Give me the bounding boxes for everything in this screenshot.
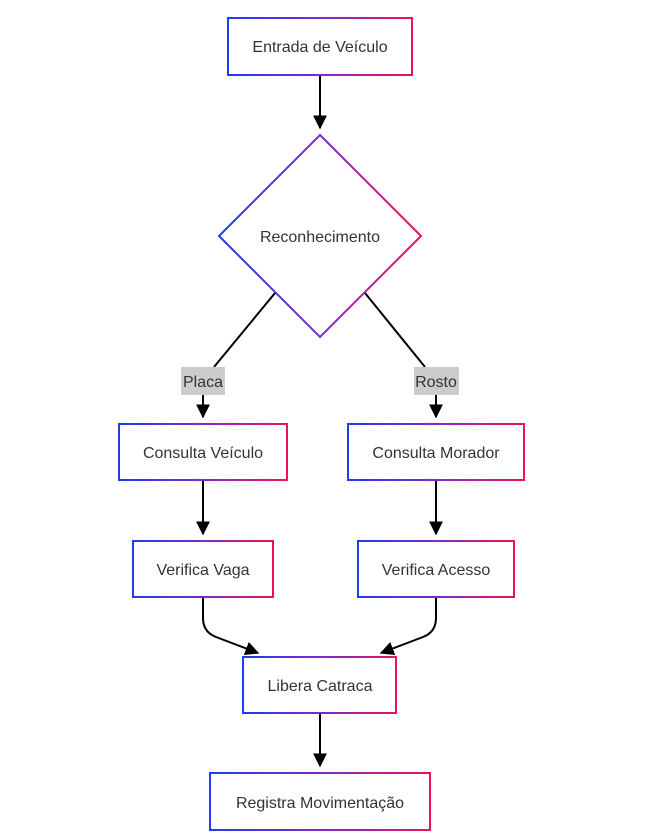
node-entrada-de-veiculo: Entrada de Veículo	[227, 17, 413, 76]
node-entrada-de-veiculo-label: Entrada de Veículo	[252, 39, 387, 56]
node-consulta-veiculo-label: Consulta Veículo	[143, 445, 263, 462]
edge-label-rosto-text: Rosto	[415, 374, 457, 391]
node-consulta-veiculo: Consulta Veículo	[118, 423, 288, 481]
node-verifica-vaga-label: Verifica Vaga	[156, 562, 249, 579]
edge-verifica-vaga-libera	[202, 597, 260, 656]
edge-reconhecimento-rosto	[364, 292, 426, 368]
node-verifica-acesso: Verifica Acesso	[357, 540, 515, 598]
edge-verifica-acesso-libera	[379, 597, 437, 656]
node-reconhecimento: Reconhecimento	[217, 133, 423, 339]
edge-label-placa-text: Placa	[183, 374, 223, 391]
node-libera-catraca-label: Libera Catraca	[268, 678, 373, 695]
edge-label-placa: Placa	[181, 367, 225, 395]
node-verifica-acesso-label: Verifica Acesso	[382, 562, 491, 579]
node-libera-catraca: Libera Catraca	[242, 656, 397, 714]
node-consulta-morador: Consulta Morador	[347, 423, 525, 481]
edge-label-rosto: Rosto	[414, 367, 459, 395]
node-registra-movimentacao: Registra Movimentação	[209, 772, 431, 831]
node-verifica-vaga: Verifica Vaga	[132, 540, 274, 598]
node-reconhecimento-label: Reconhecimento	[260, 229, 380, 246]
node-consulta-morador-label: Consulta Morador	[372, 445, 500, 462]
edge-reconhecimento-placa	[213, 292, 276, 368]
node-registra-movimentacao-label: Registra Movimentação	[236, 795, 404, 812]
